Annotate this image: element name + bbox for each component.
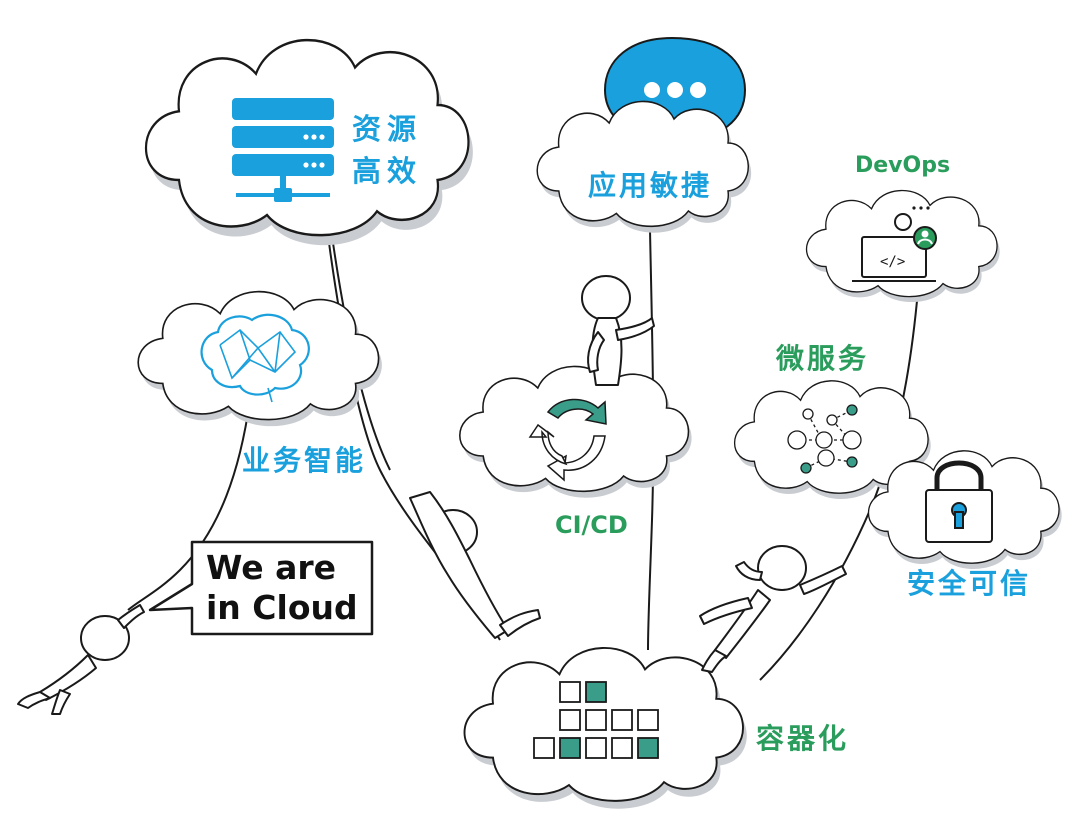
cloud-agile: [536, 100, 752, 233]
label-app-agile: 应用敏捷: [588, 169, 713, 202]
speech-line-1: We are: [206, 548, 337, 587]
speech-line-2: in Cloud: [206, 588, 358, 627]
cycle-arrows-icon: [528, 398, 607, 482]
label-secure-trusted: 安全可信: [907, 567, 1032, 600]
rope-agile: [647, 229, 655, 651]
brain-network-icon: [200, 313, 310, 403]
cloud-devops: [805, 189, 1000, 303]
stick-figure-standing: [581, 275, 655, 386]
label-microservices: 微服务: [776, 342, 870, 375]
speech-bubble-text: We are in Cloud: [206, 548, 358, 628]
svg-text:</>: </>: [880, 254, 905, 270]
label-devops: DevOps: [855, 153, 951, 178]
label-resource-line2: 高效: [352, 154, 423, 188]
label-business-intelligence: 业务智能: [242, 444, 367, 477]
label-containerization: 容器化: [756, 722, 850, 755]
label-resource-line1: 资源: [352, 112, 423, 146]
label-cicd: CI/CD: [555, 511, 628, 539]
container-blocks-icon: [533, 681, 659, 759]
developer-laptop-icon: </>: [852, 206, 937, 282]
microservice-graph-icon: [787, 404, 862, 474]
speech-bubble: [148, 540, 374, 636]
server-stack-icon: [232, 98, 334, 202]
stick-figure-swinging-left: [409, 491, 541, 639]
cloud-bi: [137, 290, 382, 427]
padlock-icon: [925, 460, 993, 543]
cloud-cicd: [458, 365, 692, 498]
label-resource-efficiency: 资源 高效: [352, 108, 422, 192]
stick-figure-floating-right: [699, 545, 847, 673]
stick-figure-floating-left: [17, 604, 145, 715]
